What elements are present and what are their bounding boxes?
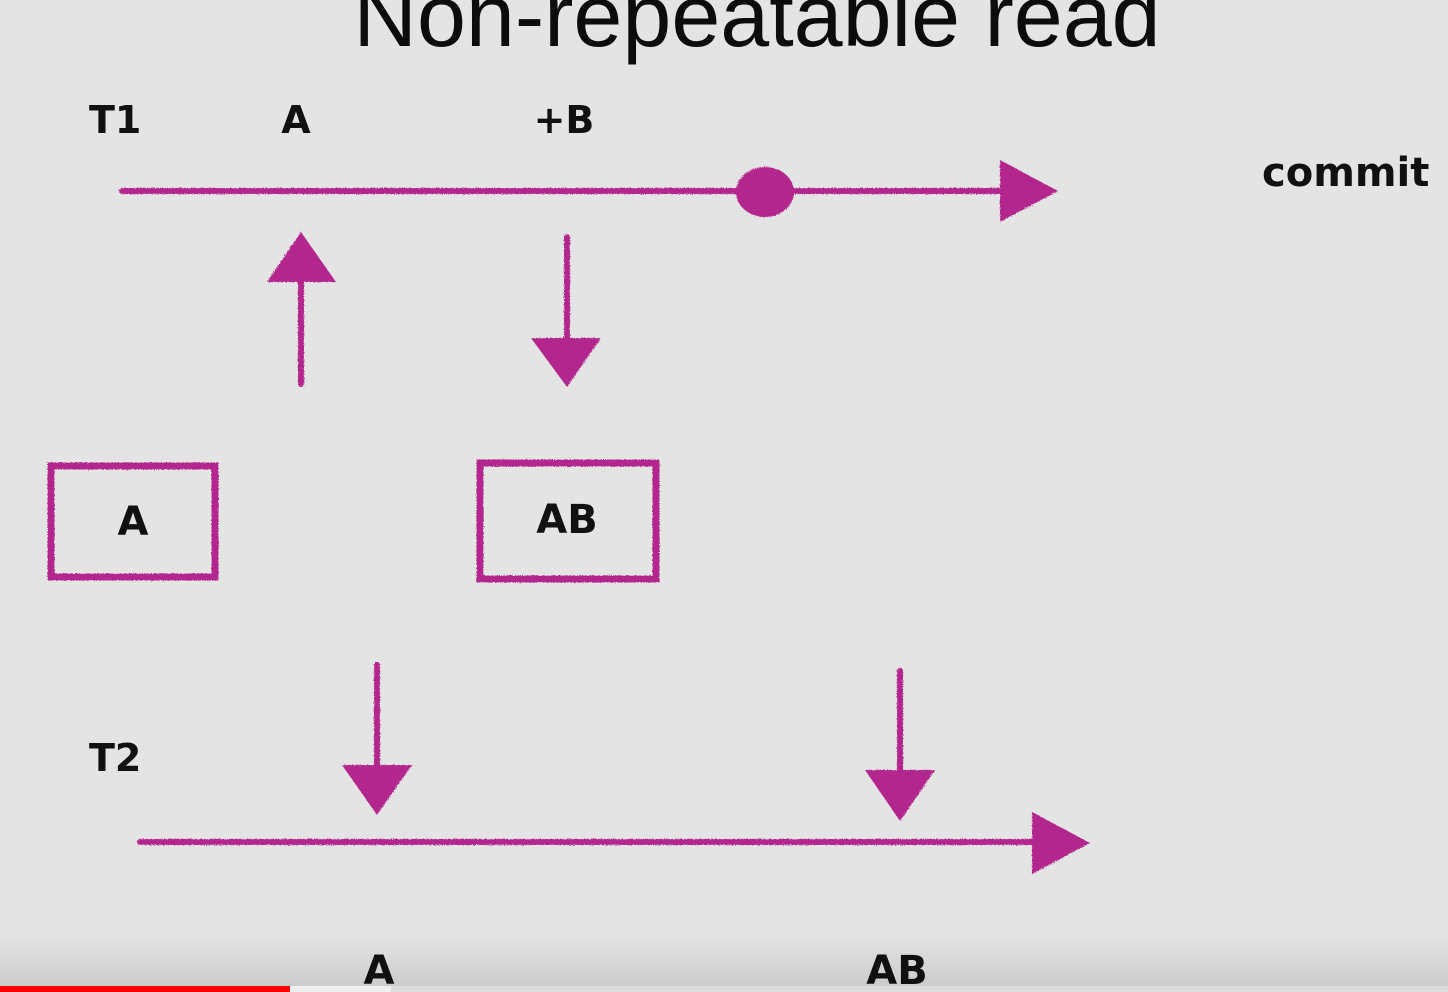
db-state-before-label: A [118,499,149,545]
slide-title: Non-repeatable read [353,0,1160,65]
t2-label: T2 [89,736,141,780]
db-state-before-box [47,462,219,581]
video-played-fill [0,986,290,992]
t2-second-read-label: AB [866,948,927,992]
t1-read-arrow-head [267,232,336,282]
t1-label: T1 [89,98,141,142]
t1-write-arrow-head [531,338,601,387]
t2-first-read-arrow-head [342,765,412,815]
t1-commit-marker [736,167,794,217]
t2-timeline-arrowhead [1032,812,1090,874]
t1-write-label: +B [534,98,595,142]
db-state-after-box [476,459,660,583]
db-state-after-label: AB [536,497,597,543]
t1-read-label: A [281,98,311,142]
t1-commit-label: commit [1262,150,1429,196]
t2-first-read-label: A [364,948,395,992]
video-progress-bar[interactable] [0,986,1448,992]
t2-second-read-arrow-head [865,770,935,821]
t1-timeline-arrowhead [1000,160,1058,222]
